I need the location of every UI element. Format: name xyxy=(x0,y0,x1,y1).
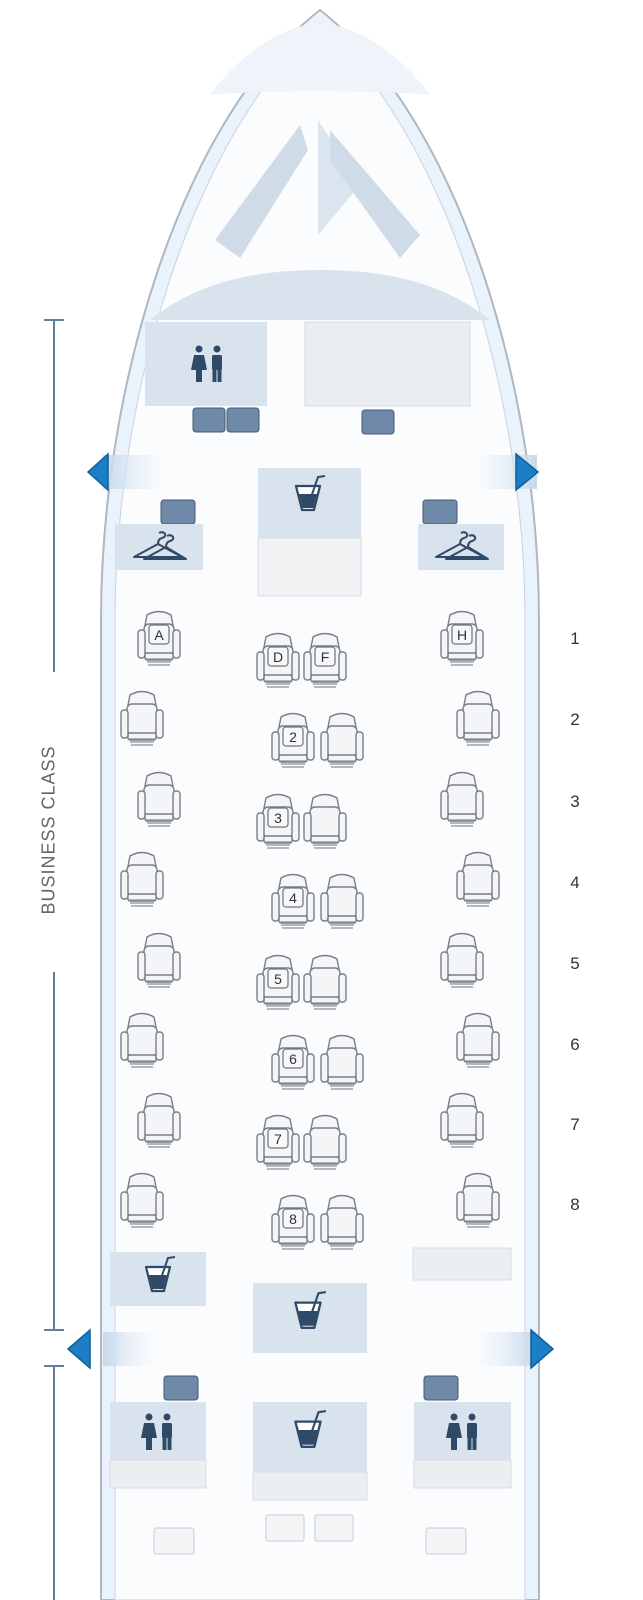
seat-label-box xyxy=(282,726,304,747)
seat-label-box xyxy=(282,887,304,908)
row-number: 5 xyxy=(570,954,580,973)
seat-label-box xyxy=(267,968,289,989)
seat-label-box xyxy=(267,1128,289,1149)
seat-label: F xyxy=(321,649,330,665)
cockpit-window-center xyxy=(318,120,360,235)
seat-label: 5 xyxy=(274,971,282,987)
row-number: 7 xyxy=(570,1115,580,1134)
exit-arrow-icon[interactable] xyxy=(515,452,540,492)
seat-label: 7 xyxy=(274,1131,282,1147)
seat[interactable]: D xyxy=(256,632,300,688)
seat[interactable]: A xyxy=(137,610,181,666)
seat-label-box xyxy=(148,624,170,645)
seat[interactable]: 3 xyxy=(256,793,300,849)
exit-door-rear-right xyxy=(470,1332,536,1366)
closet-right xyxy=(418,524,504,570)
seat-label: 6 xyxy=(289,1051,297,1067)
jump-seat xyxy=(226,407,260,433)
storage-bin xyxy=(265,1514,305,1542)
galley-rear-right xyxy=(412,1247,512,1281)
seat-grid: A H D F 2 3 4 5 6 7 8 xyxy=(120,610,500,1250)
storage-bin xyxy=(425,1527,467,1555)
storage-bin xyxy=(314,1514,354,1542)
jump-seat xyxy=(192,407,226,433)
exit-arrow-icon[interactable] xyxy=(66,1328,91,1370)
storage xyxy=(252,1471,368,1501)
seat[interactable]: 5 xyxy=(256,954,300,1010)
section-label-business-class: BUSINESS CLASS xyxy=(38,745,59,915)
seat-label-box xyxy=(267,646,289,667)
seat-label-box xyxy=(267,807,289,828)
storage xyxy=(413,1459,512,1489)
jump-seat xyxy=(160,499,196,525)
seat[interactable]: 7 xyxy=(256,1114,300,1170)
exit-arrow-icon[interactable] xyxy=(86,452,109,492)
seat-label: 3 xyxy=(274,810,282,826)
galley-storage xyxy=(257,537,362,597)
jump-seat xyxy=(423,1375,459,1401)
seat[interactable]: 2 xyxy=(271,712,315,768)
cockpit-window-left xyxy=(215,125,308,258)
section-bracket xyxy=(44,319,64,1600)
seat-label: D xyxy=(273,649,283,665)
row-number: 2 xyxy=(570,710,580,729)
storage xyxy=(109,1459,207,1489)
rear-lavatory-right xyxy=(414,1402,511,1460)
front-galley-box xyxy=(304,321,471,407)
jump-seat xyxy=(422,499,458,525)
rear-lavatory-left xyxy=(110,1402,206,1460)
exit-door-front-left xyxy=(103,455,171,489)
cockpit-bulkhead xyxy=(150,270,490,320)
jump-seat xyxy=(361,409,395,435)
row-number: 3 xyxy=(570,792,580,811)
seat[interactable]: 6 xyxy=(271,1034,315,1090)
front-lavatory xyxy=(145,322,267,406)
seat[interactable]: F xyxy=(303,632,347,688)
exit-door-rear-left xyxy=(103,1332,158,1366)
jump-seat xyxy=(163,1375,199,1401)
seat-label: H xyxy=(457,627,467,643)
closet-left xyxy=(115,524,203,570)
seat-label-box xyxy=(282,1048,304,1069)
seat[interactable]: 8 xyxy=(271,1194,315,1250)
seat-label: 8 xyxy=(289,1211,297,1227)
seat-label: 4 xyxy=(289,890,297,906)
row-number: 1 xyxy=(570,629,580,648)
row-number: 4 xyxy=(570,873,580,892)
row-number: 8 xyxy=(570,1195,580,1214)
seat[interactable]: H xyxy=(440,610,484,666)
seat-label-box xyxy=(314,646,336,667)
seat-label-box xyxy=(282,1208,304,1229)
seat-label: 2 xyxy=(289,729,297,745)
seat[interactable]: 4 xyxy=(271,873,315,929)
row-number: 6 xyxy=(570,1035,580,1054)
cockpit xyxy=(210,23,430,95)
cockpit-window-right xyxy=(330,130,420,258)
exit-arrow-icon[interactable] xyxy=(530,1328,555,1370)
seat-label: A xyxy=(154,627,164,643)
storage-bin xyxy=(153,1527,195,1555)
seat-label-box xyxy=(451,624,473,645)
